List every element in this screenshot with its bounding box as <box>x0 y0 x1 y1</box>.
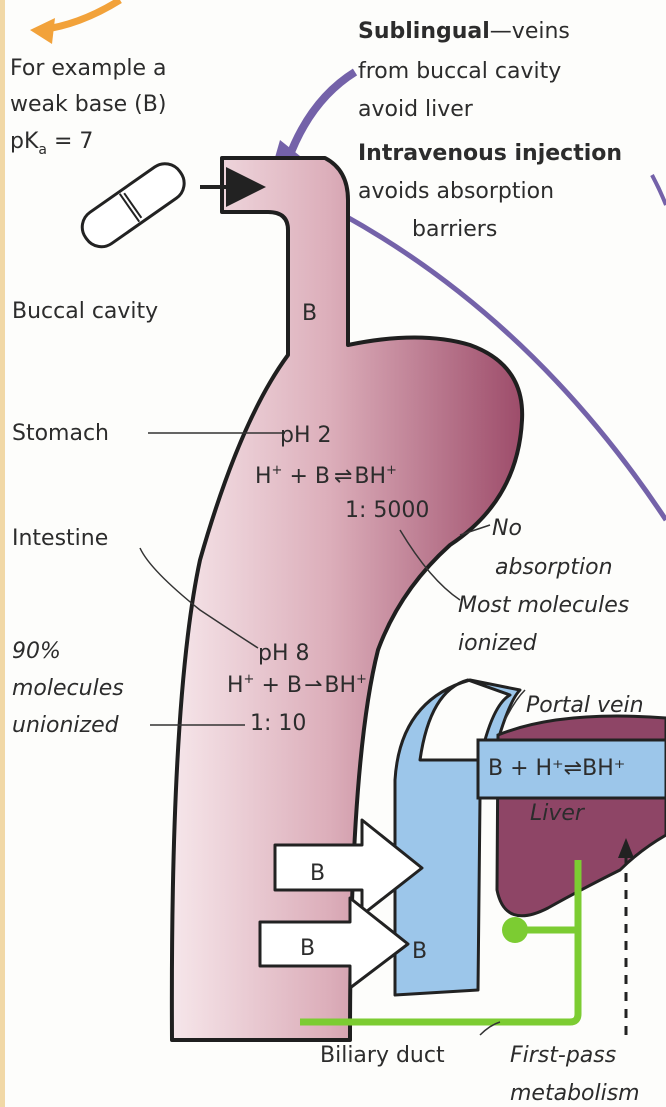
iv-title: Intravenous injection <box>358 141 622 166</box>
unionized-2: molecules <box>12 676 124 701</box>
orange-arrowhead-icon <box>30 18 55 44</box>
intestine-ratio: 1: 10 <box>250 711 306 736</box>
stomach-label: Stomach <box>12 421 109 446</box>
ph-stomach: pH 2 <box>280 423 332 448</box>
gallbladder-icon <box>502 917 528 943</box>
sublingual-line3: avoid liver <box>358 97 474 122</box>
most-ionized-2: ionized <box>458 631 538 656</box>
example-pka: pKa = 7 <box>10 129 93 158</box>
iv-line2: avoids absorption <box>358 179 554 204</box>
biliary-label: Biliary duct <box>320 1043 445 1068</box>
example-line1: For example a <box>10 56 167 81</box>
liver-equation: B + H⁺⇌BH⁺ <box>488 756 625 781</box>
sublingual-arrow-icon <box>288 72 355 160</box>
stomach-ratio: 1: 5000 <box>345 498 429 523</box>
iv-curve-top <box>652 175 666 205</box>
no-absorption-1: No <box>492 516 522 541</box>
arrow-b-top: B <box>310 861 325 886</box>
first-pass-2: metabolism <box>510 1081 640 1106</box>
example-line2: weak base (B) <box>10 92 166 117</box>
first-pass-1: First-pass <box>510 1043 616 1068</box>
most-ionized-1: Most molecules <box>458 593 629 618</box>
ph-intestine: pH 8 <box>258 641 310 666</box>
buccal-label: Buccal cavity <box>12 299 158 324</box>
b-in-vein: B <box>412 939 427 964</box>
intestine-label: Intestine <box>12 526 108 551</box>
unionized-3: unionized <box>12 713 120 738</box>
unionized-1: 90% <box>12 639 61 664</box>
no-absorption-2: absorption <box>495 555 613 580</box>
iv-line3: barriers <box>412 217 497 242</box>
liver-label: Liver <box>530 801 586 826</box>
sublingual-title: Sublingual—veins <box>358 19 570 44</box>
arrow-b-bottom: B <box>300 936 315 961</box>
b-in-gut: B <box>302 301 317 326</box>
portal-vein-label: Portal vein <box>526 693 644 718</box>
sublingual-line2: from buccal cavity <box>358 59 561 84</box>
tablet-icon <box>75 157 191 254</box>
